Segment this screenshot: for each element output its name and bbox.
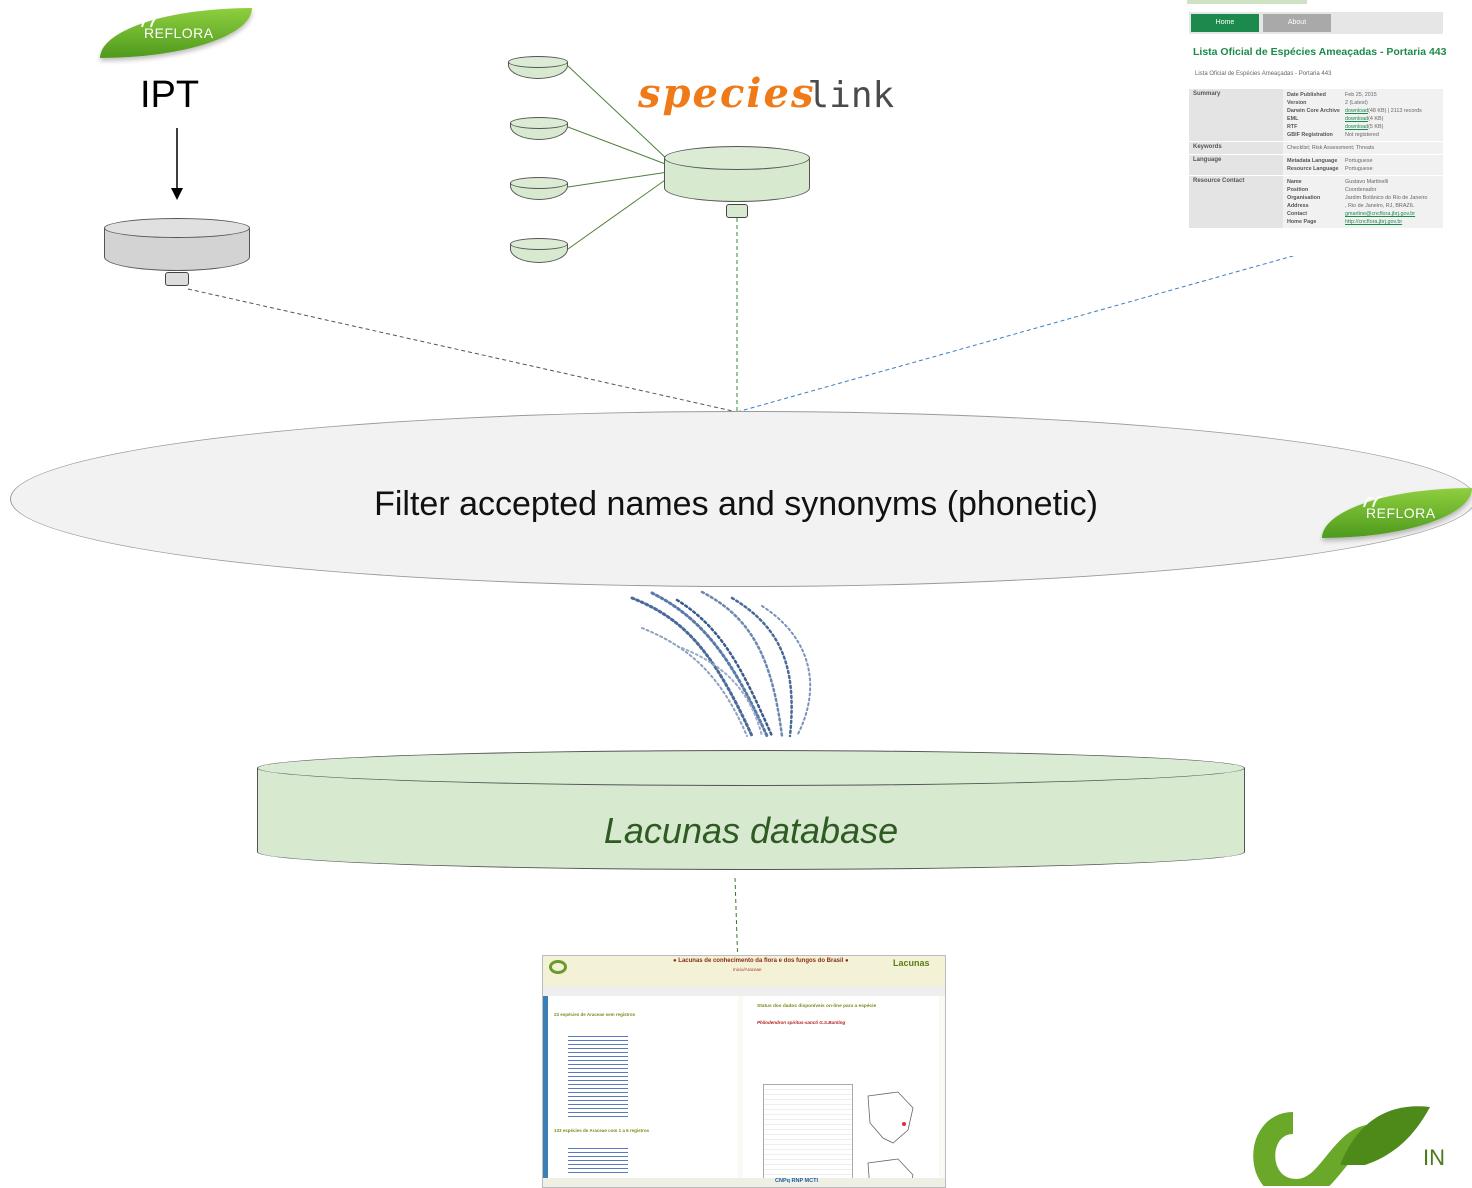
kv-key: Position [1287,187,1309,193]
inct-logo-text: IN [1423,1145,1445,1170]
filter-process-ellipse [10,411,1472,587]
app-left-heading: 23 espécies de Araceae sem registros [554,1012,636,1017]
kv-key: Metadata Language [1287,158,1338,164]
ipt-resource-title: Lista Oficial de Espécies Ameaçadas - Po… [1193,46,1447,58]
ipt-label: IPT [140,74,200,116]
app-side-tab [543,996,548,1178]
app-toolbar [543,986,945,996]
kv-key: Resource Language [1287,166,1339,172]
kv-value-extra: (5 KB) [1368,124,1384,130]
kv-key: Contact [1287,211,1308,217]
source-cylinder [508,56,568,79]
kv-key: Home Page [1287,219,1317,225]
reflora-logo-text: REFLORA [1366,505,1436,521]
source-cylinder [510,238,568,263]
app-left-heading: 133 espécies de Araceae com 1 a 5 regist… [554,1128,650,1133]
kv-value: Portuguese [1345,158,1373,164]
kv-value: Feb 25, 2015 [1345,92,1377,98]
kv-key: Organisation [1287,195,1321,201]
lacunas-database-top [257,750,1245,786]
app-species-name: Philodendron spiritus-sancti G.S.Bunting [757,1020,846,1025]
ipt-row-summary: Summary Date Published Feb 25, 2015 Versi… [1189,89,1443,142]
kv-key: GBIF Registration [1287,132,1333,138]
kv-value-extra: (4 KB) [1368,116,1384,122]
app-left-panel: 23 espécies de Araceae sem registros 133… [548,996,738,1178]
specieslink-logo-species: species [638,70,816,117]
app-title: ● Lacunas de conhecimento da flora e dos… [673,958,849,964]
ipt-nav-bar: Home About [1189,12,1443,34]
app-footer [543,1178,945,1187]
app-logo: Lacunas [893,958,930,968]
kv-value-extra: (48 KB) | 2113 records [1368,108,1422,114]
app-footer-logos: CNPq RNP MCTI [775,1178,818,1184]
specieslink-database-cylinder [664,146,810,202]
ipt-section-label: Summary [1189,89,1283,142]
source-cylinder [510,117,568,140]
ipt-database-cylinder [104,218,250,271]
ipt-section-label: Keywords [1189,141,1283,155]
specieslink-logo-link: link [807,75,895,116]
inct-logo-icon [1253,1106,1430,1186]
kv-key: Name [1287,179,1302,185]
kv-key: Address [1287,203,1309,209]
sprout-icon [141,15,161,28]
kv-value: Jardim Botânico do Rio de Janeiro [1345,195,1428,201]
kv-key: Darwin Core Archive [1287,108,1340,114]
brazil-map-icon [867,1091,914,1187]
source-cylinder [510,177,568,200]
kv-value: , Rio de Janeiro, RJ, BRAZIL [1345,203,1415,209]
sprout-icon [1363,495,1383,508]
home-page-link[interactable]: http://cncflora.jbrj.gov.br [1345,219,1403,225]
filter-process-label: Filter accepted names and synonyms (phon… [374,485,1098,523]
kv-key: Version [1287,100,1307,106]
app-right-panel: Status dos dados disponíveis on-line par… [743,996,939,1187]
reflora-logo-text: REFLORA [144,25,214,41]
ipt-topbar-icons [1187,0,1307,4]
kv-value: Gustavo Martinelli [1345,179,1389,185]
app-data-table [763,1084,853,1187]
specieslink-connector-plug [726,204,748,218]
ipt-metadata-table: Summary Date Published Feb 25, 2015 Versi… [1189,89,1443,229]
kv-value: 2 (Latest) [1345,100,1368,106]
kv-key: RTF [1287,124,1298,130]
inct-logo: IN [1245,1095,1472,1186]
lacunas-database-label: Lacunas database [603,810,899,851]
contact-email-link[interactable]: gmartine@cncflora.jbrj.gov.br [1345,211,1416,217]
ipt-nav-about[interactable]: About [1263,14,1331,32]
app-right-title: Status dos dados disponíveis on-line par… [757,1004,877,1009]
kv-value: Portuguese [1345,166,1373,172]
ipt-resource-subtitle: Lista Oficial de Espécies Ameaçadas - Po… [1195,71,1332,77]
kv-value: Checklist; Risk Assessment; Threats [1287,145,1375,151]
inct-small-logo-icon [549,960,567,974]
ipt-connector-plug [165,272,189,286]
download-link[interactable]: download [1345,124,1369,130]
ipt-nav-home[interactable]: Home [1191,14,1259,32]
ipt-section-label: Language [1189,154,1283,176]
kv-key: EML [1287,116,1299,122]
kv-value: Not registered [1345,132,1379,138]
ipt-section-label: Resource Contact [1189,175,1283,229]
data-stream-graphic [630,590,812,738]
lacunas-app-screenshot: ● Lacunas de conhecimento da flora e dos… [542,955,946,1188]
kv-value: Coordenador [1345,187,1377,193]
app-species-list [568,1034,628,1120]
app-breadcrumb: Inicio/Araceae [733,967,762,972]
download-link[interactable]: download [1345,108,1369,114]
app-species-list [568,1146,628,1176]
specieslink-logo: specieslink [638,70,894,117]
ipt-row-keywords: Keywords Checklist; Risk Assessment; Thr… [1189,141,1443,155]
download-link[interactable]: download [1345,116,1369,122]
app-header: ● Lacunas de conhecimento da flora e dos… [543,956,945,986]
kv-key: Date Published [1287,92,1326,98]
ipt-resource-page: Home About Lista Oficial de Espécies Ame… [1187,0,1447,256]
